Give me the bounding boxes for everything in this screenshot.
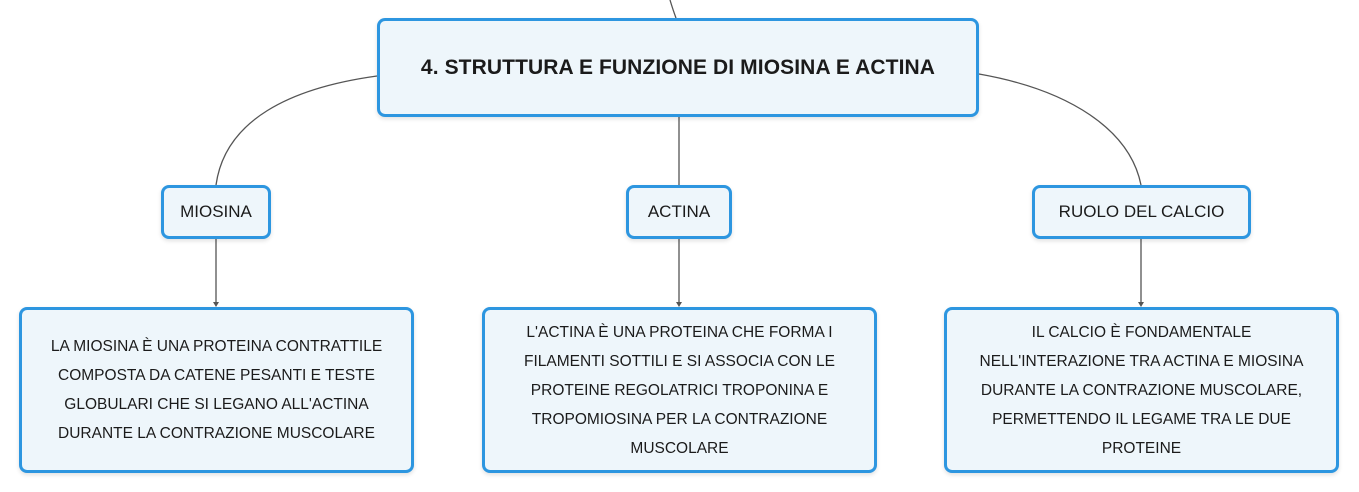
topic-miosina-node[interactable]: MIOSINA [161,185,271,239]
topic-actina-node[interactable]: ACTINA [626,185,732,239]
topic-ruolo-del-calcio-node[interactable]: RUOLO DEL CALCIO [1032,185,1251,239]
arrowhead-calcio [1138,302,1144,307]
topic-ruolo-del-calcio-label: RUOLO DEL CALCIO [1058,202,1225,221]
central-topic-title: 4. STRUTTURA E FUNZIONE DI MIOSINA E ACT… [420,55,936,79]
connector-root-calcio [978,73,1142,186]
topic-actina-label: ACTINA [647,202,711,221]
parent-connector [669,0,677,19]
central-topic-node[interactable]: 4. STRUTTURA E FUNZIONE DI MIOSINA E ACT… [377,18,979,117]
topic-miosina-label: MIOSINA [180,202,252,221]
subtopic-actina-description-node[interactable]: L'ACTINA È UNA PROTEINA CHE FORMA I FILA… [482,307,877,473]
subtopic-miosina-description-node[interactable]: LA MIOSINA È UNA PROTEINA CONTRATTILE CO… [19,307,414,473]
arrowhead-actina [676,302,682,307]
miosina-description-text: LA MIOSINA È UNA PROTEINA CONTRATTILE CO… [50,338,383,442]
arrowhead-miosina [213,302,219,307]
subtopic-calcio-description-node[interactable]: IL CALCIO È FONDAMENTALE NELL'INTERAZION… [944,307,1339,473]
actina-description-text: L'ACTINA È UNA PROTEINA CHE FORMA I FILA… [524,323,835,457]
connector-root-miosina [215,75,378,186]
calcio-description-text: IL CALCIO È FONDAMENTALE NELL'INTERAZION… [979,323,1304,457]
